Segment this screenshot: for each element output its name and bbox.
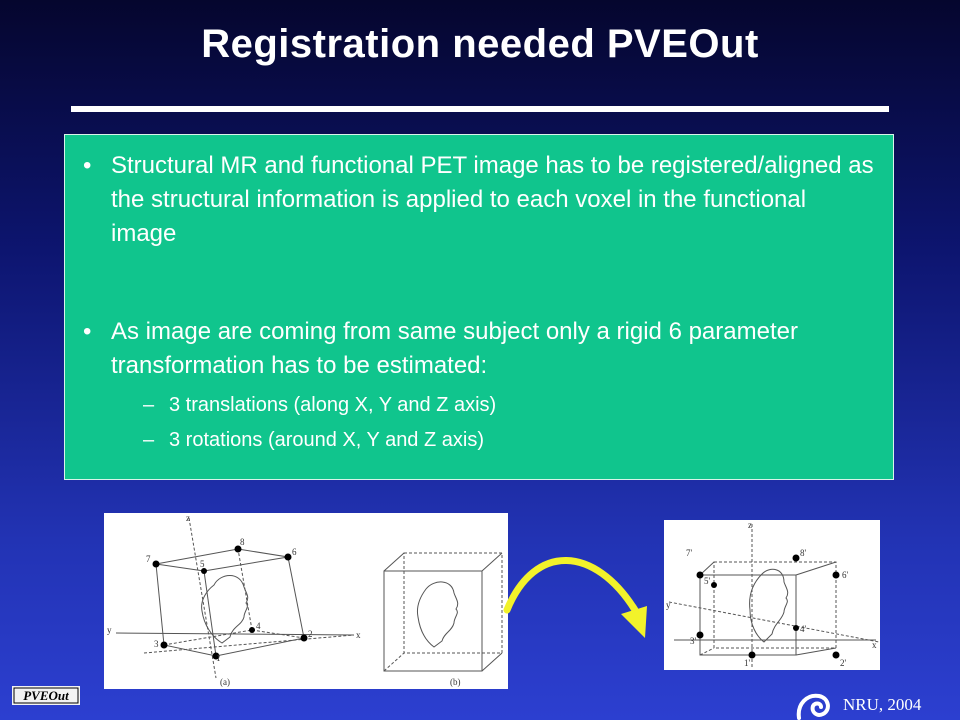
- vertex-label: 8: [240, 537, 245, 547]
- cube-diagram: 1 2 3 4 5 6 7 8 x y z (a) (b): [107, 513, 503, 687]
- vertex-label: 1: [216, 653, 221, 663]
- axis-y-label: y: [666, 600, 671, 610]
- vertex-label: 7: [146, 554, 151, 564]
- registered-cube-figure: 1' 2' 3' 4' 5' 6' 7' 8' x y z: [664, 520, 880, 670]
- sub-bullet-text: 3 rotations (around X, Y and Z axis): [169, 429, 484, 451]
- bullet-text: Structural MR and functional PET image h…: [111, 152, 874, 247]
- footer-text: NRU, 2004: [843, 695, 922, 714]
- bullet-list-item: • As image are coming from same subject …: [77, 315, 877, 454]
- vertex-label: 2: [308, 629, 313, 639]
- vertex-label: 5': [704, 576, 711, 586]
- axis-z-label: z: [748, 520, 752, 530]
- vertex-label: 7': [686, 548, 693, 558]
- pveout-logo: PVEOut: [12, 686, 80, 705]
- logo-text: PVEOut: [23, 688, 69, 703]
- registered-cube-diagram: 1' 2' 3' 4' 5' 6' 7' 8' x y z: [666, 520, 880, 668]
- vertex-label: 6: [292, 547, 297, 557]
- bullet-symbol: •: [83, 152, 92, 179]
- axis-z-label: z: [186, 513, 190, 523]
- figure-label-b: (b): [450, 677, 461, 687]
- sub-bullet-text: 3 translations (along X, Y and Z axis): [169, 394, 497, 416]
- content-panel: • Structural MR and functional PET image…: [64, 134, 894, 480]
- axis-y-label: y: [107, 625, 112, 635]
- vertex-label: 6': [842, 570, 849, 580]
- sub-bullet: – 3 rotations (around X, Y and Z axis): [143, 426, 877, 454]
- vertex-label: 3': [690, 636, 697, 646]
- sub-bullet: – 3 translations (along X, Y and Z axis): [143, 391, 877, 419]
- curved-arrow-icon: [503, 557, 647, 638]
- title-underline: [71, 106, 889, 112]
- bullet-text: As image are coming from same subject on…: [111, 318, 798, 379]
- axis-x-label: x: [872, 640, 877, 650]
- vertex-label: 5: [200, 559, 205, 569]
- nru-swirl-icon: [796, 693, 830, 720]
- bullet-list-item: • Structural MR and functional PET image…: [77, 149, 877, 251]
- slide-title: Registration needed PVEOut: [201, 22, 759, 66]
- vertex-label: 3: [154, 639, 159, 649]
- vertex-label: 1': [744, 658, 751, 668]
- vertex-label: 4': [800, 624, 807, 634]
- bullet-symbol: •: [83, 318, 92, 345]
- axis-x-label: x: [356, 630, 361, 640]
- sub-bullet-symbol: –: [143, 429, 155, 451]
- sub-bullet-symbol: –: [143, 394, 155, 416]
- vertex-label: 4: [256, 621, 261, 631]
- figure-label-a: (a): [220, 677, 230, 687]
- vertex-label: 2': [840, 658, 847, 668]
- rotated-cube-figure: 1 2 3 4 5 6 7 8 x y z (a) (b): [104, 513, 508, 689]
- vertex-label: 8': [800, 548, 807, 558]
